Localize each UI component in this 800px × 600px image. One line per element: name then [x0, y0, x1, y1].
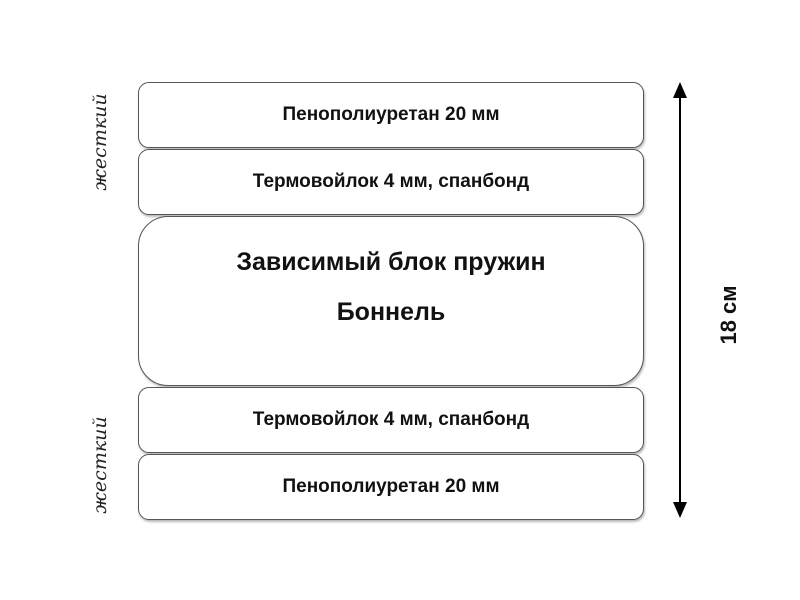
arrow-head-up — [673, 82, 687, 98]
layer-bottom-felt-label: Термовойлок 4 мм, спанбонд — [252, 409, 530, 430]
layer-top-foam: Пенополиуретан 20 мм — [138, 82, 644, 148]
layer-bottom-felt: Термовойлок 4 мм, спанбонд — [138, 387, 644, 453]
total-height-label: 18 см — [716, 285, 741, 345]
spring-block-title: Зависимый блок пружин — [236, 248, 546, 276]
spring-block-subtitle: Боннель — [336, 298, 446, 326]
height-dimension-arrow — [673, 82, 687, 518]
layer-top-foam-label: Пенополиуретан 20 мм — [282, 104, 500, 125]
layer-top-felt-label: Термовойлок 4 мм, спанбонд — [252, 171, 530, 192]
layer-spring-block: Зависимый блок пружин Боннель — [138, 216, 644, 386]
layer-bottom-foam-label: Пенополиуретан 20 мм — [282, 476, 500, 497]
top-side-firmness-label: жесткий — [89, 93, 111, 191]
layer-bottom-foam: Пенополиуретан 20 мм — [138, 454, 644, 520]
bottom-side-firmness-label: жесткий — [89, 416, 111, 514]
arrow-head-down — [673, 502, 687, 518]
layer-top-felt: Термовойлок 4 мм, спанбонд — [138, 149, 644, 215]
